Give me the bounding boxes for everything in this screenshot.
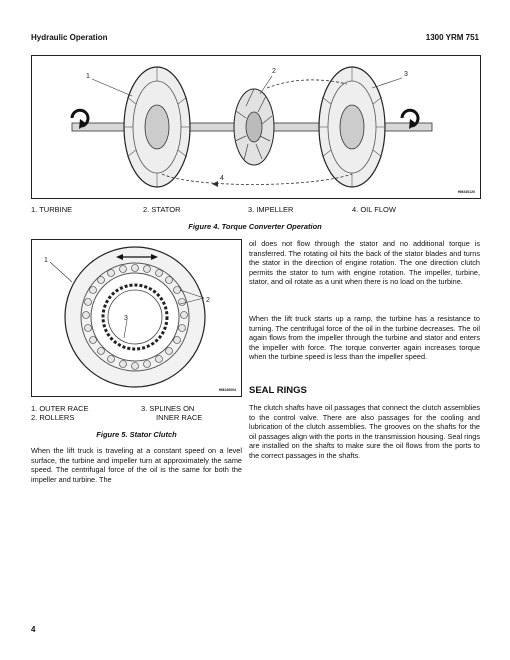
figure4-legend-item: 4. OIL FLOW xyxy=(352,205,396,214)
figure5-legend-item: 1. OUTER RACE xyxy=(31,404,89,413)
figure4-callout-2: 2 xyxy=(272,68,276,75)
figure5-callout-3: 3 xyxy=(124,315,128,322)
figure4-callout-4: 4 xyxy=(220,175,224,182)
header-section-title: Hydraulic Operation xyxy=(31,33,108,42)
stator-drawing xyxy=(233,88,275,166)
figure4-image-code: HM240120 xyxy=(457,190,475,194)
figure5-callout-1: 1 xyxy=(44,257,48,264)
torque-converter-illustration: 1 2 3 4 xyxy=(70,66,433,188)
stator-clutch-illustration: 1 2 3 xyxy=(44,246,210,388)
figure5-callout-2: 2 xyxy=(206,297,210,304)
figure5-caption: Figure 5. Stator Clutch xyxy=(96,430,177,439)
figure-5-stator-clutch: 1 2 3 HM240004 xyxy=(31,239,242,397)
body-paragraph-right-2: When the lift truck starts up a ramp, th… xyxy=(249,314,480,362)
figure4-legend-item: 2. STATOR xyxy=(143,205,181,214)
section-heading-seal-rings: SEAL RINGS xyxy=(249,385,307,396)
figure4-callout-1: 1 xyxy=(86,73,90,80)
figure4-legend-item: 3. IMPELLER xyxy=(248,205,294,214)
figure5-image-code: HM240004 xyxy=(218,388,236,392)
body-paragraph-right-1: oil does not flow through the stator and… xyxy=(249,239,480,287)
figure4-legend-item: 1. TURBINE xyxy=(31,205,73,214)
figure4-caption: Figure 4. Torque Converter Operation xyxy=(188,222,322,231)
figure5-legend-item: 2. ROLLERS xyxy=(31,413,75,422)
impeller-drawing xyxy=(318,66,386,188)
header-document-id: 1300 YRM 751 xyxy=(425,33,479,42)
body-paragraph-left: When the lift truck is traveling at a co… xyxy=(31,446,242,484)
figure-4-torque-converter: 1 2 3 4 HM240120 xyxy=(31,55,481,199)
figure4-callout-3: 3 xyxy=(404,71,408,78)
page-number: 4 xyxy=(31,625,36,634)
turbine-drawing xyxy=(123,66,191,188)
body-paragraph-right-3: The clutch shafts have oil passages that… xyxy=(249,403,480,460)
rollers xyxy=(82,264,188,370)
figure5-legend-item: 3. SPLINES ON xyxy=(141,404,195,413)
figure5-legend-item: INNER RACE xyxy=(156,413,203,422)
